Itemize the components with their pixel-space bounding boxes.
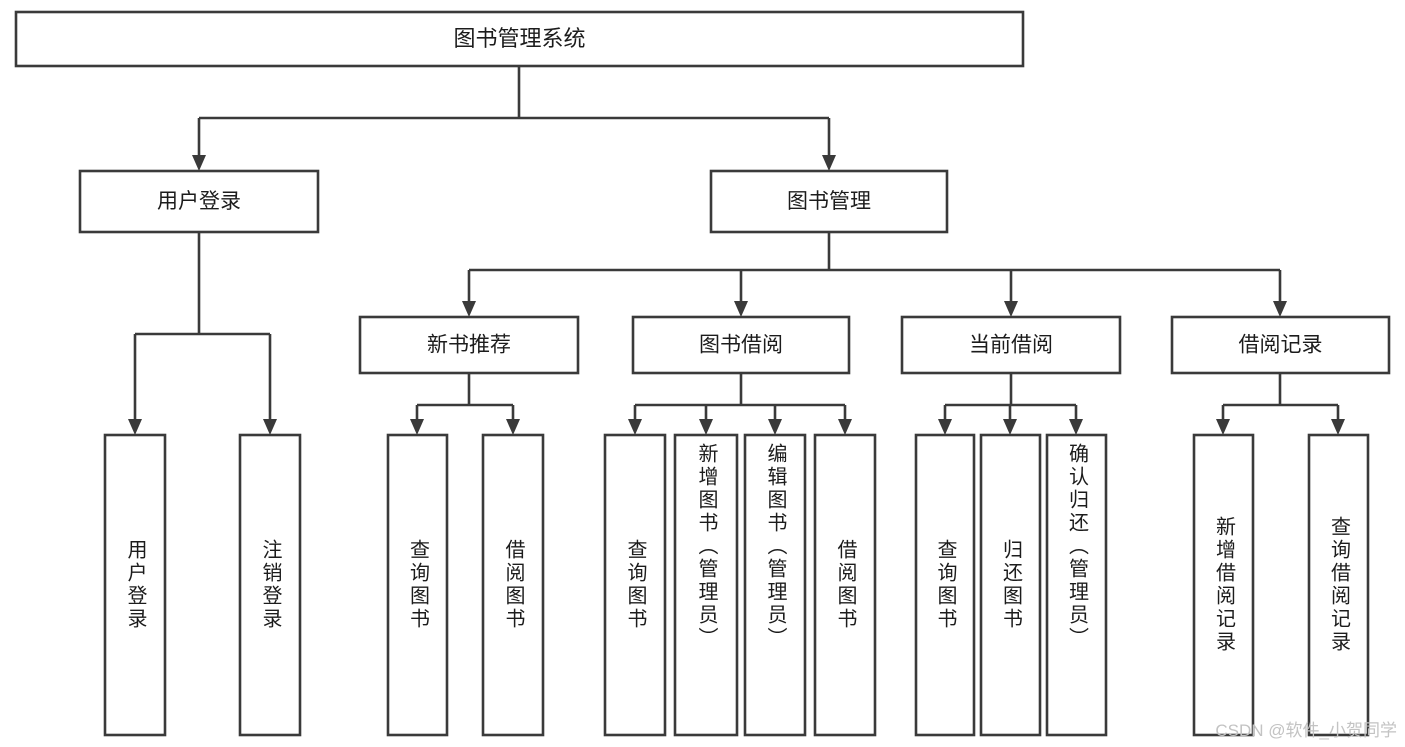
leaf-node-12-box[interactable] (1307, 433, 1370, 737)
group-3-drop-1-arrowhead (1331, 419, 1345, 435)
leaf-node-10-box[interactable] (1045, 433, 1108, 737)
level2-node-1-label: 图书管理 (787, 190, 871, 213)
group-0-drop-1-arrowhead (506, 419, 520, 435)
connector-layer (128, 66, 1345, 435)
leaf-node-0-box[interactable] (103, 433, 167, 737)
leaf-node-2-box[interactable] (386, 433, 449, 737)
leaf-node-9-box[interactable] (979, 433, 1042, 737)
books-drop-3-arrowhead (1273, 301, 1287, 317)
books-drop-1-arrowhead (734, 301, 748, 317)
group-1-drop-0-arrowhead (628, 419, 642, 435)
leaf-node-3-box[interactable] (481, 433, 545, 737)
root-node-box[interactable] (14, 10, 1025, 68)
level3-node-3-box[interactable] (1170, 315, 1391, 375)
level3-node-1-label: 图书借阅 (699, 334, 783, 357)
group-1-drop-2-arrowhead (768, 419, 782, 435)
level3-node-1-box[interactable] (631, 315, 851, 375)
root-drop-0-arrowhead (192, 155, 206, 171)
leaf-node-5-box[interactable] (673, 433, 739, 737)
level2-node-0-box[interactable] (78, 169, 320, 234)
level3-node-0-label: 新书推荐 (427, 334, 511, 357)
group-1-drop-1-arrowhead (699, 419, 713, 435)
box-layer (14, 10, 1391, 737)
login-drop-1-arrowhead (263, 419, 277, 435)
books-drop-2-arrowhead (1004, 301, 1018, 317)
root-drop-1-arrowhead (822, 155, 836, 171)
leaf-node-11-box[interactable] (1192, 433, 1255, 737)
group-1-drop-3-arrowhead (838, 419, 852, 435)
login-drop-0-arrowhead (128, 419, 142, 435)
level2-node-1-box[interactable] (709, 169, 949, 234)
level2-node-0-label: 用户登录 (157, 190, 241, 213)
level3-node-3-label: 借阅记录 (1239, 334, 1323, 357)
group-2-drop-0-arrowhead (938, 419, 952, 435)
root-node-label: 图书管理系统 (453, 26, 585, 51)
leaf-node-8-box[interactable] (914, 433, 976, 737)
level3-node-0-box[interactable] (358, 315, 580, 375)
level3-node-2-label: 当前借阅 (969, 334, 1053, 357)
leaf-node-7-box[interactable] (813, 433, 877, 737)
leaf-node-1-box[interactable] (238, 433, 302, 737)
group-2-drop-2-arrowhead (1069, 419, 1083, 435)
leaf-node-6-box[interactable] (743, 433, 807, 737)
group-2-drop-1-arrowhead (1003, 419, 1017, 435)
group-3-drop-0-arrowhead (1216, 419, 1230, 435)
group-0-drop-0-arrowhead (410, 419, 424, 435)
books-drop-0-arrowhead (462, 301, 476, 317)
leaf-node-4-box[interactable] (603, 433, 667, 737)
level3-node-2-box[interactable] (900, 315, 1122, 375)
